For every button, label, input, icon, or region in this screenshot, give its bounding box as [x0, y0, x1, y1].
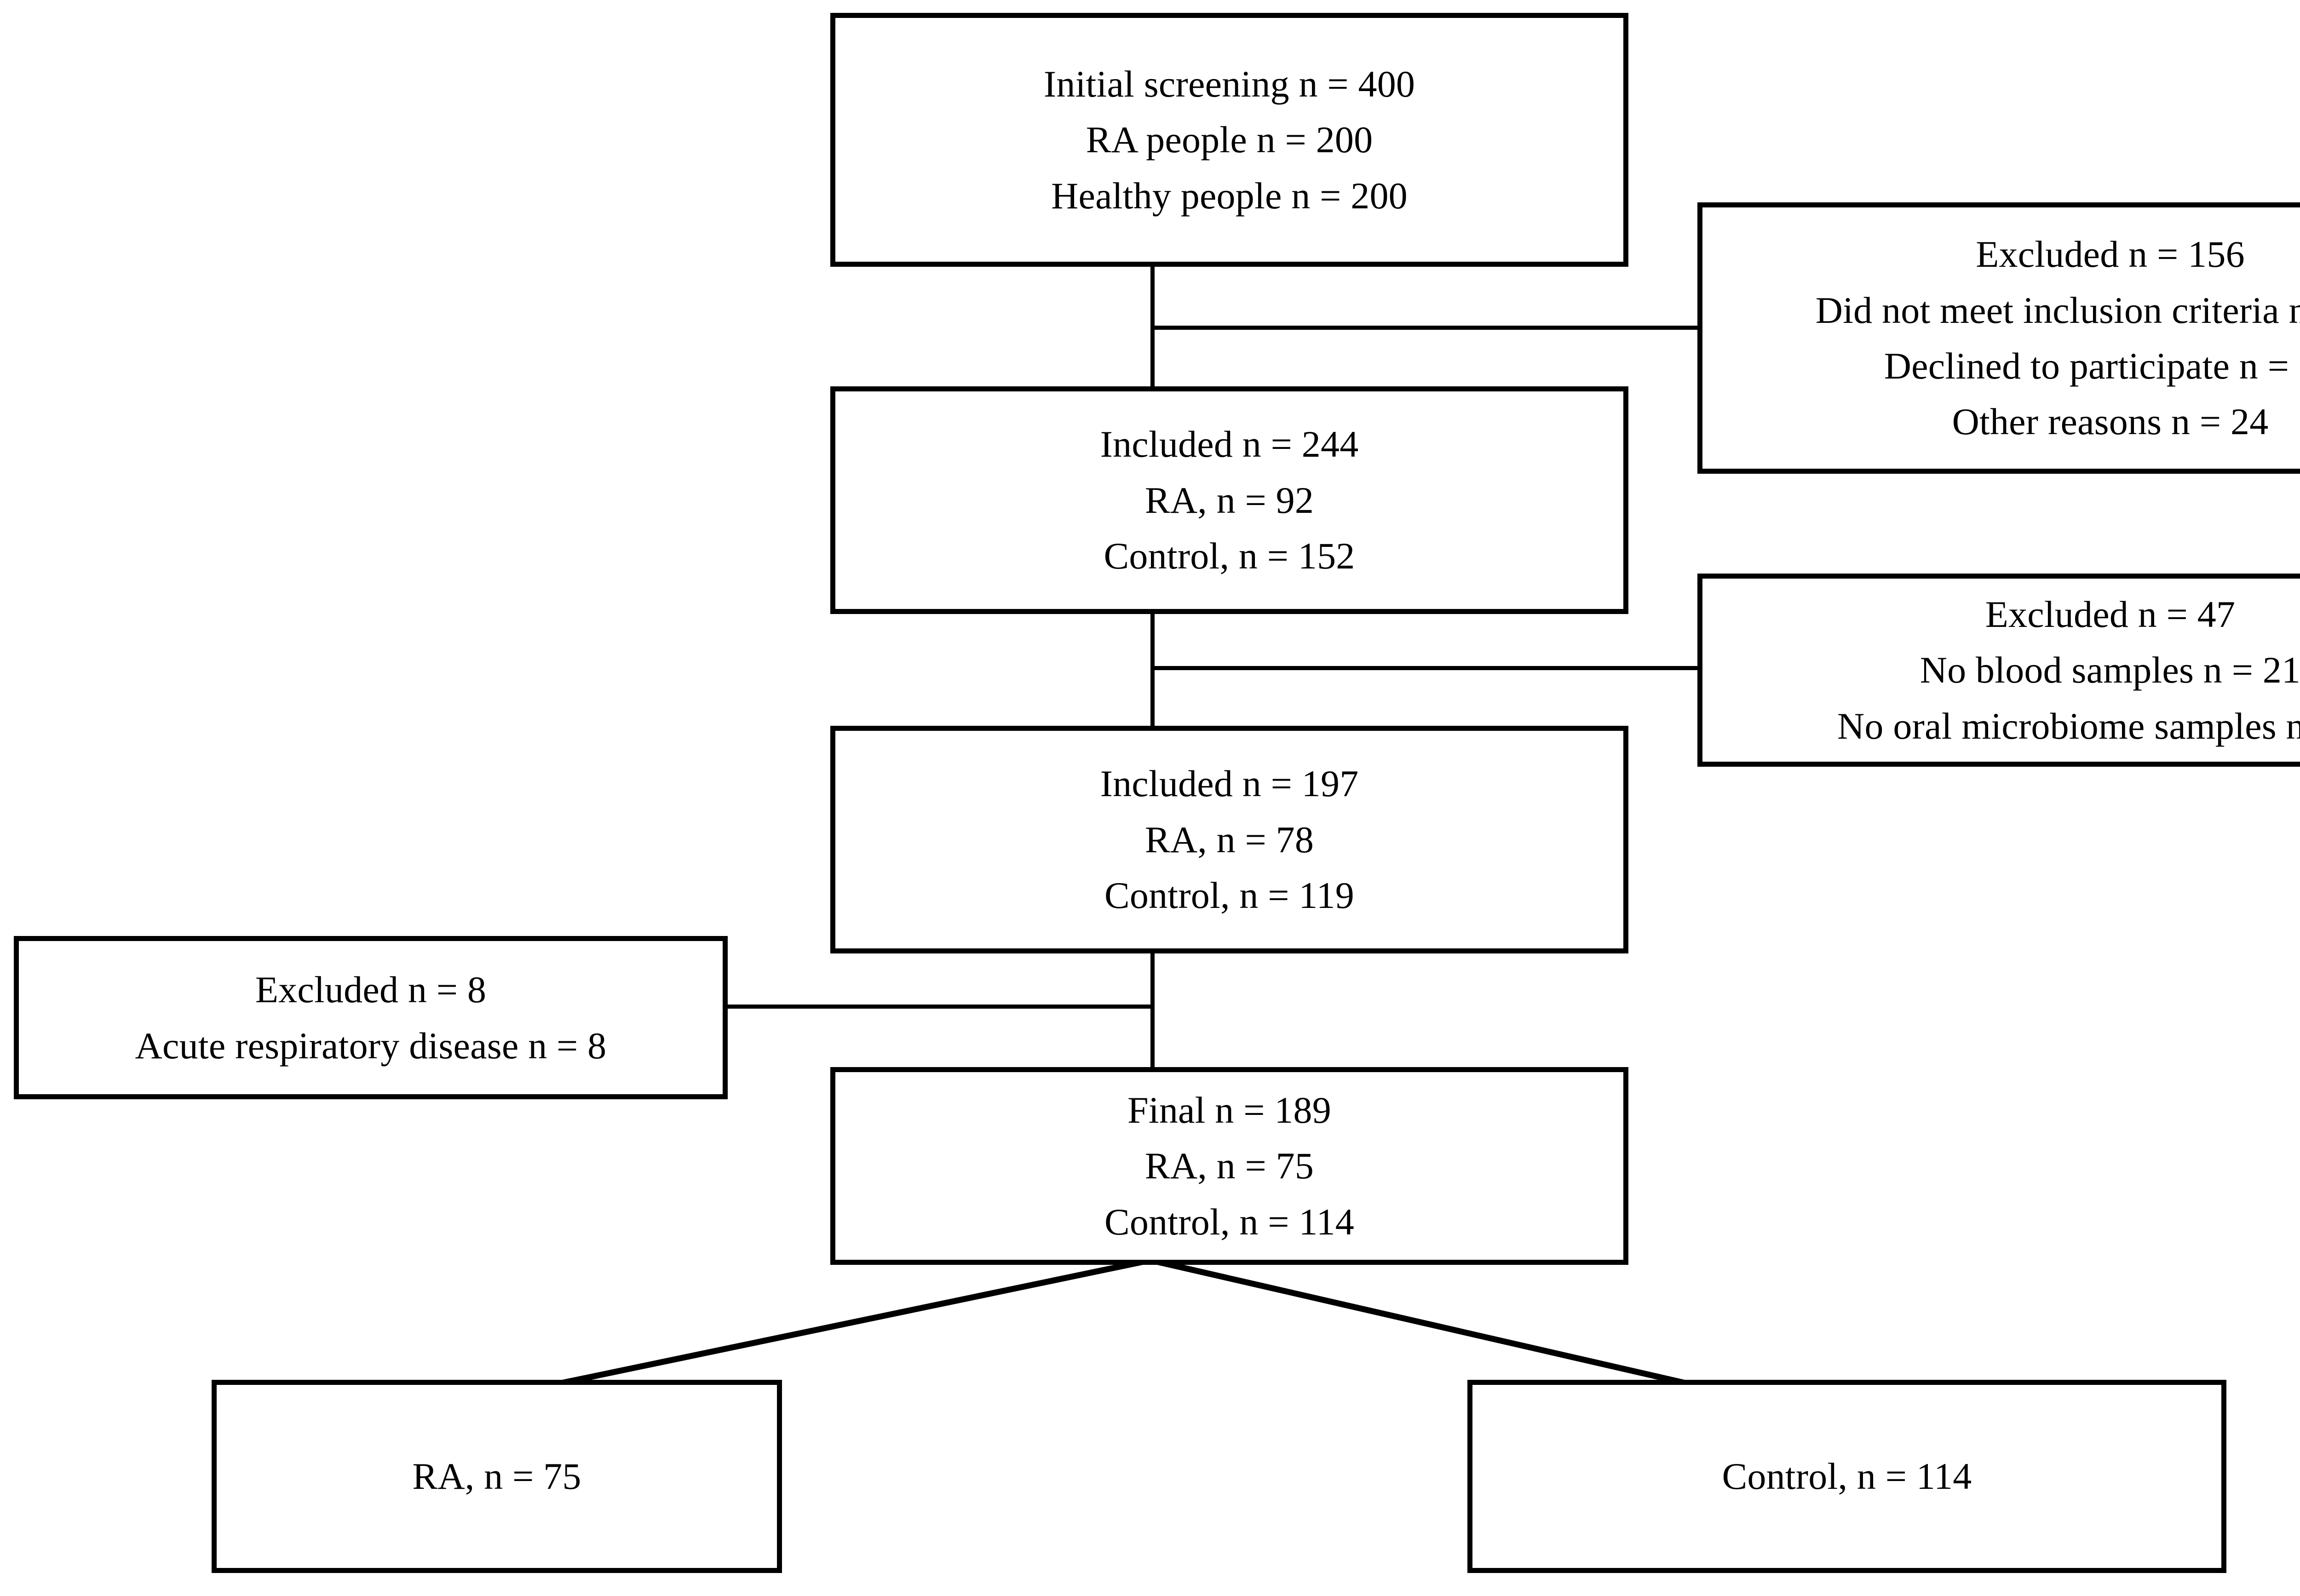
- box-excluded-8: Excluded n = 8 Acute respiratory disease…: [14, 936, 728, 1099]
- box-excluded-47: Excluded n = 47 No blood samples n = 21 …: [1697, 574, 2300, 767]
- box-arm-control: Control, n = 114: [1467, 1380, 2226, 1573]
- connector-included244-to-included197: [1150, 612, 1155, 729]
- box-line: Excluded n = 8: [255, 969, 487, 1011]
- box-line: Excluded n = 47: [1985, 593, 2236, 635]
- box-line: RA, n = 92: [1144, 479, 1314, 521]
- box-line: Control, n = 114: [1104, 1200, 1354, 1243]
- connector-to-excluded-47: [1150, 666, 1700, 670]
- box-line: No blood samples n = 21: [1920, 649, 2300, 691]
- box-line: Acute respiratory disease n = 8: [135, 1024, 607, 1067]
- box-line: Did not meet inclusion criteria n = 102: [1815, 289, 2300, 331]
- box-line: Included n = 244: [1100, 423, 1359, 465]
- box-line: Control, n = 152: [1104, 535, 1355, 577]
- box-line: Final n = 189: [1127, 1089, 1331, 1131]
- box-line: RA people n = 200: [1086, 119, 1373, 161]
- connector-to-excluded-156: [1150, 326, 1700, 330]
- box-line: RA, n = 78: [1144, 818, 1314, 861]
- box-line: Other reasons n = 24: [1952, 401, 2269, 443]
- box-line: Initial screening n = 400: [1043, 63, 1415, 105]
- box-included-197: Included n = 197 RA, n = 78 Control, n =…: [830, 726, 1628, 953]
- box-included-244: Included n = 244 RA, n = 92 Control, n =…: [830, 386, 1628, 614]
- box-initial-screening: Initial screening n = 400 RA people n = …: [830, 13, 1628, 267]
- box-line: Declined to participate n = 30: [1884, 345, 2300, 387]
- box-line: No oral microbiome samples n = 26: [1837, 705, 2300, 747]
- box-arm-ra: RA, n = 75: [212, 1380, 782, 1573]
- connector-included197-to-final: [1150, 951, 1155, 1070]
- box-line: RA, n = 75: [412, 1455, 581, 1498]
- box-final-189: Final n = 189 RA, n = 75 Control, n = 11…: [830, 1067, 1628, 1265]
- box-line: Included n = 197: [1100, 763, 1359, 805]
- connector-to-excluded-8: [725, 1005, 1153, 1009]
- connector-final-fork: [560, 1258, 1686, 1386]
- box-line: Control, n = 114: [1722, 1455, 1972, 1498]
- box-line: Control, n = 119: [1104, 874, 1354, 917]
- box-line: Excluded n = 156: [1976, 233, 2245, 276]
- box-line: RA, n = 75: [1144, 1145, 1314, 1187]
- box-excluded-156: Excluded n = 156 Did not meet inclusion …: [1697, 202, 2300, 474]
- box-line: Healthy people n = 200: [1051, 174, 1408, 217]
